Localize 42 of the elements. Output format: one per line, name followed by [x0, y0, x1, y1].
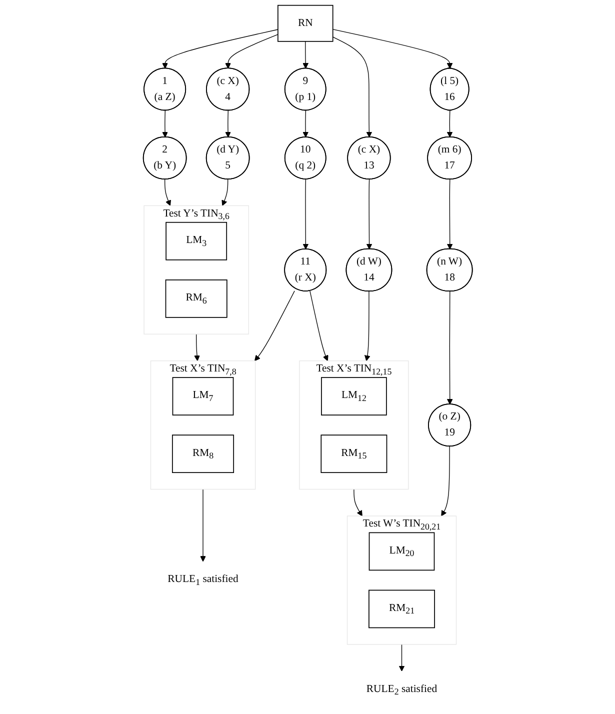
node-box [172, 377, 234, 416]
arrow [364, 290, 370, 362]
node-text: RULE$_{1}$ satisfied [167, 573, 238, 587]
cluster [143, 205, 249, 334]
arrow [332, 29, 452, 69]
node-box [368, 590, 435, 628]
node-label: 7,8 [224, 366, 236, 376]
arrow [224, 110, 231, 138]
node-label: 20,21 [420, 521, 440, 532]
arrow [440, 446, 450, 516]
node-box [320, 434, 387, 473]
node-label: 3,6 [218, 211, 230, 222]
arrow [353, 488, 362, 516]
arrow [302, 178, 308, 250]
arrow [302, 110, 308, 138]
arrow [221, 178, 228, 206]
arrow [164, 178, 171, 206]
arrow [446, 290, 452, 405]
node-box [165, 222, 227, 260]
cluster [298, 360, 408, 490]
cluster [150, 360, 256, 490]
arrow [446, 110, 452, 138]
node-box [368, 532, 434, 571]
node-box [172, 434, 234, 473]
node-box [277, 4, 333, 42]
arrow [194, 334, 200, 362]
arrow [254, 290, 295, 362]
arrow [224, 34, 278, 69]
arrow [446, 178, 452, 250]
node-label: 12,15 [371, 366, 392, 376]
arrow [309, 290, 328, 362]
cluster [346, 516, 456, 645]
node-box [164, 279, 227, 318]
node-box [320, 377, 387, 416]
node-text: RULE$_{2}$ satisfied [366, 683, 437, 697]
arrow [302, 41, 308, 69]
arrow [162, 110, 168, 138]
arrow [200, 488, 206, 562]
arrow [162, 29, 278, 69]
arrow [398, 644, 404, 672]
arrow [332, 36, 372, 138]
arrow [366, 178, 372, 250]
